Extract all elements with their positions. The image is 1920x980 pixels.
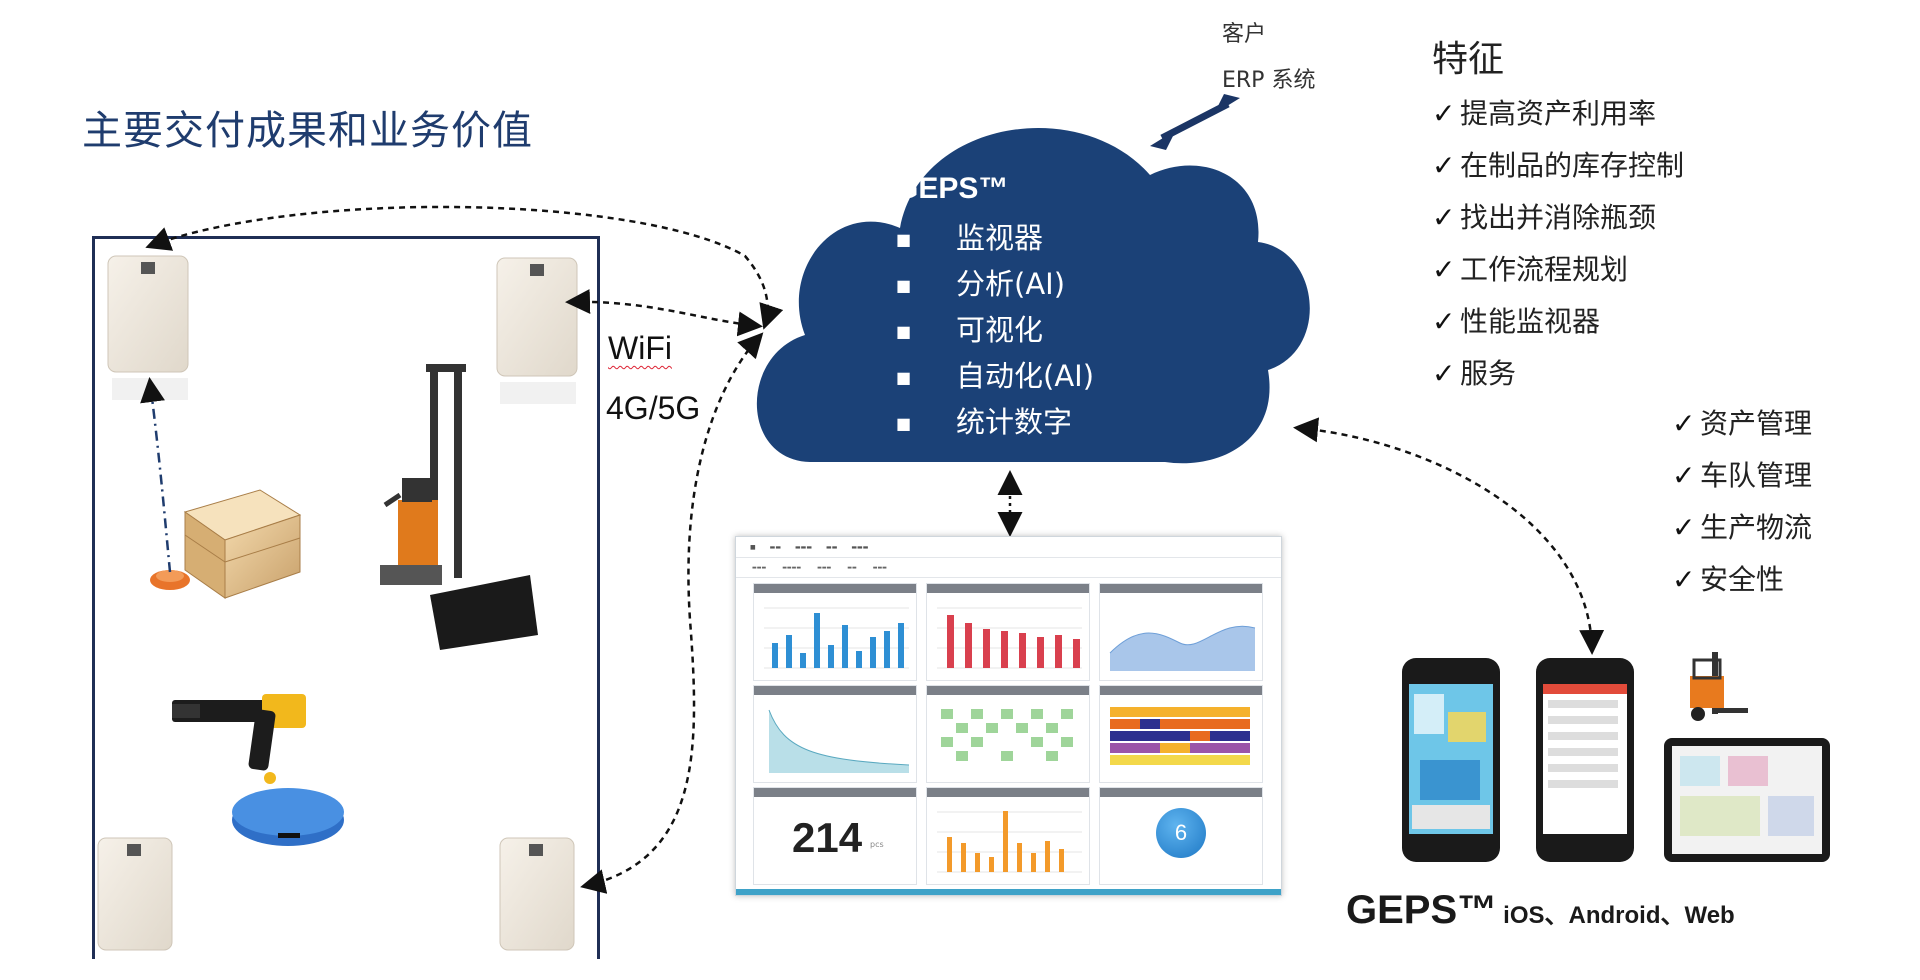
feature-item: ✓性能监视器 xyxy=(1432,305,1601,338)
gateway-device-top-right xyxy=(496,257,578,404)
gateway-device-bottom-right xyxy=(499,837,575,951)
gateway-device-bottom-left xyxy=(97,837,173,951)
wooden-crate xyxy=(183,489,302,599)
decay-chart xyxy=(768,709,910,773)
dashboard-footer xyxy=(736,889,1281,895)
cloud-item: ■可视化 xyxy=(896,313,1044,347)
service-item: ✓资产管理 xyxy=(1672,407,1813,440)
feature-item: ✓提高资产利用率 xyxy=(1432,97,1657,130)
dashboard-panel xyxy=(1099,583,1263,681)
dashboard-top-bar: ■▬▬▬▬▬▬▬▬▬▬ xyxy=(736,537,1281,558)
tablet-web-app xyxy=(1664,738,1830,862)
cloud-item: ■自动化(AI) xyxy=(896,359,1095,393)
feature-item: ✓服务 xyxy=(1432,357,1517,390)
features-title: 特征 xyxy=(1432,39,1505,80)
bar-chart-blue xyxy=(764,607,909,669)
service-item: ✓生产物流 xyxy=(1672,511,1813,544)
cloud-capabilities: ■监视器 ■分析(AI) ■可视化 ■自动化(AI) ■统计数字 xyxy=(896,216,1094,446)
dashboard-panel xyxy=(753,583,917,681)
torque-tool xyxy=(172,694,306,784)
tracking-puck xyxy=(232,788,344,846)
geps-cloud xyxy=(756,127,1310,464)
feature-item: ✓在制品的库存控制 xyxy=(1432,149,1685,182)
dashboard-panel: 6 xyxy=(1099,787,1263,885)
heatmap xyxy=(1110,707,1250,765)
area-chart xyxy=(1109,625,1256,671)
erp-system-label: ERP 系统 xyxy=(1222,68,1316,93)
cloud-item: ■统计数字 xyxy=(896,405,1073,439)
page-title: 主要交付成果和业务价值 xyxy=(82,108,533,154)
dashboard-panel xyxy=(926,787,1090,885)
erp-arrow xyxy=(1150,94,1240,150)
erp-customer-label: 客户 xyxy=(1222,22,1267,47)
forklift-icon xyxy=(1690,652,1748,721)
asset-tag-crate xyxy=(150,570,190,590)
bar-chart-red xyxy=(937,607,1082,669)
dashboard-tabs: ▬▬▬▬▬▬▬▬▬▬▬▬▬▬▬ xyxy=(736,559,1281,578)
cloud-item: ■分析(AI) xyxy=(896,267,1066,301)
feature-item: ✓工作流程规划 xyxy=(1432,253,1629,286)
dashboard-screenshot: ■▬▬▬▬▬▬▬▬▬▬ ▬▬▬▬▬▬▬▬▬▬▬▬▬▬▬ xyxy=(735,536,1282,896)
dashboard-panel xyxy=(926,685,1090,783)
dashboard-panel xyxy=(753,685,917,783)
cloud-item: ■监视器 xyxy=(896,221,1044,255)
gateway-device-top-left xyxy=(107,255,189,400)
phone-list-app xyxy=(1536,658,1634,862)
services-list: ✓资产管理 ✓车队管理 ✓生产物流 ✓安全性 xyxy=(1672,398,1812,606)
cellular-label: 4G/5G xyxy=(606,390,701,426)
rubber-mat-tag xyxy=(430,575,538,650)
feature-item: ✓找出并消除瓶颈 xyxy=(1432,201,1657,234)
dashboard-panel xyxy=(926,583,1090,681)
dashboard-panel xyxy=(1099,685,1263,783)
counter-badge: 6 xyxy=(1156,808,1206,858)
wifi-label: WiFi xyxy=(608,330,672,366)
status-grid-green xyxy=(941,709,1073,761)
features-list: ✓提高资产利用率 ✓在制品的库存控制 ✓找出并消除瓶颈 ✓工作流程规划 ✓性能监… xyxy=(1432,88,1684,400)
dashboard-panel: 214 pcs xyxy=(753,787,917,885)
service-item: ✓车队管理 xyxy=(1672,459,1813,492)
phone-map-app xyxy=(1402,658,1500,862)
service-item: ✓安全性 xyxy=(1672,563,1785,596)
reach-truck xyxy=(380,364,466,585)
platform-brand: GEPS™ xyxy=(1346,888,1498,932)
platform-list: iOS、Android、Web xyxy=(1503,902,1735,929)
counter-value: 214 xyxy=(792,814,863,861)
cloud-title: GEPS™ xyxy=(895,172,1009,205)
bar-chart-orange xyxy=(937,811,1082,873)
counter-unit: pcs xyxy=(870,840,884,849)
